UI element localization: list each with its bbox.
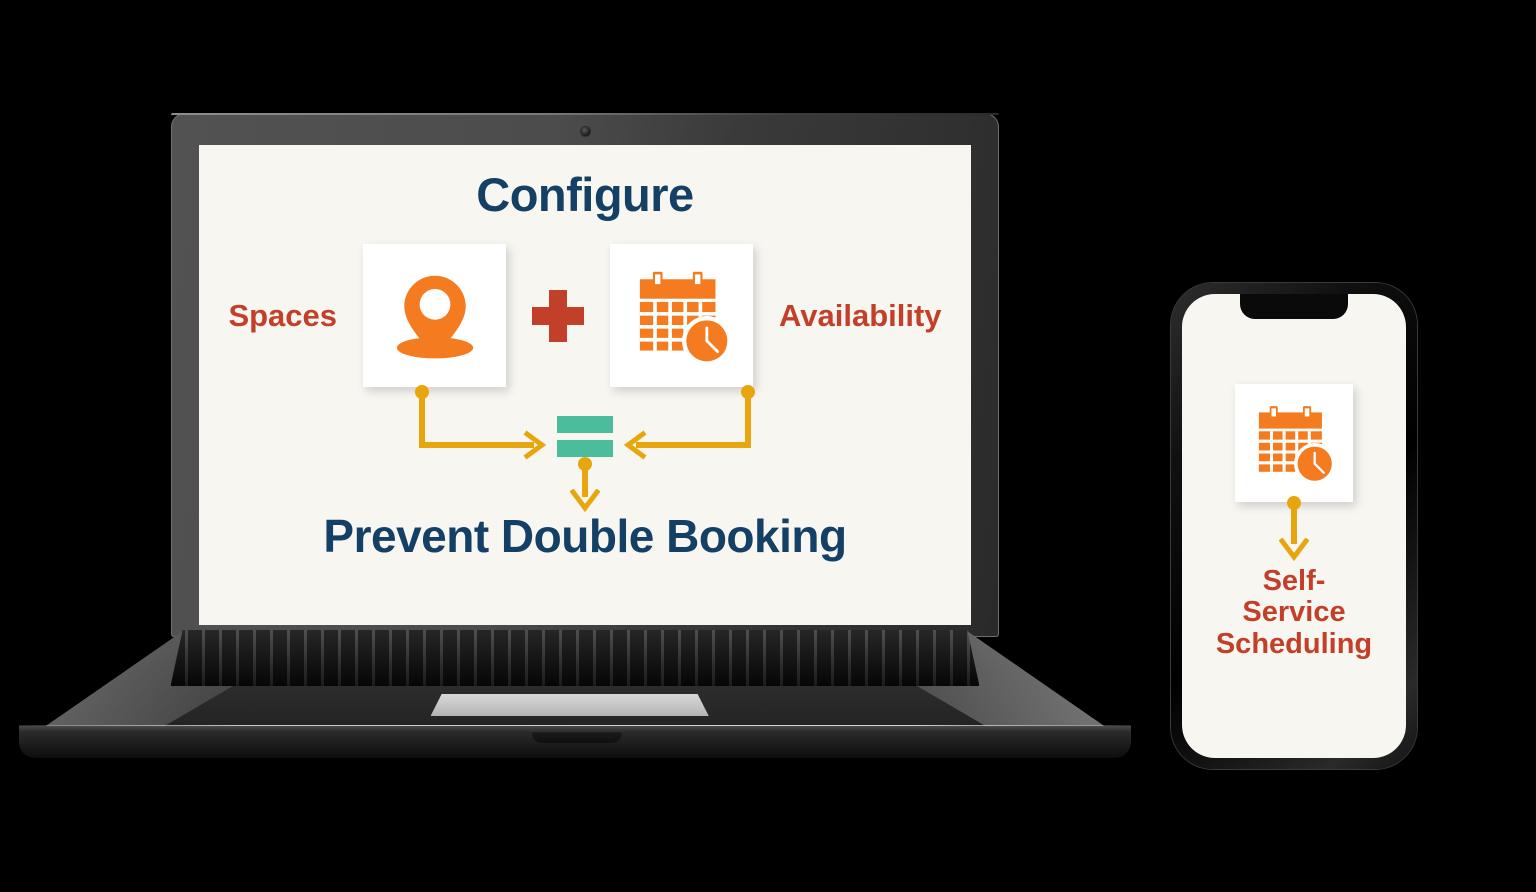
arrow-down-icon xyxy=(570,489,600,513)
availability-icon-card[interactable] xyxy=(610,244,754,387)
page-title: Configure xyxy=(476,168,694,221)
connector-line-right-vertical xyxy=(745,392,751,448)
phone-caption: Self- Service Scheduling xyxy=(1215,565,1373,660)
laptop-base xyxy=(18,630,1132,765)
plus-operator-icon xyxy=(532,289,585,342)
phone-connector-line xyxy=(1291,502,1297,544)
laptop-lid: Configure Spaces xyxy=(171,113,999,637)
laptop-device: Configure Spaces xyxy=(18,113,1132,765)
webcam-dot-icon xyxy=(580,127,590,136)
spaces-label: Spaces xyxy=(228,297,338,333)
arrow-down-icon xyxy=(1279,538,1309,562)
lid-highlight xyxy=(171,113,999,115)
calendar-clock-icon xyxy=(1258,406,1336,485)
availability-label: Availability xyxy=(779,297,942,333)
phone-caption-line-3: Scheduling xyxy=(1215,627,1373,660)
phone-caption-line-1: Self- xyxy=(1262,565,1326,597)
smartphone-device: Self- Service Scheduling xyxy=(1171,283,1417,769)
configure-inputs-row: Spaces xyxy=(228,244,942,387)
phone-calendar-card[interactable] xyxy=(1235,384,1353,502)
location-pin-icon xyxy=(396,275,473,358)
laptop-screen: Configure Spaces xyxy=(199,145,971,625)
phone-screen: Self- Service Scheduling xyxy=(1182,294,1406,758)
phone-flow-arrow xyxy=(1279,496,1309,564)
outcome-title: Prevent Double Booking xyxy=(323,510,847,562)
connector-line-left-horizontal xyxy=(419,442,534,448)
phone-notch xyxy=(1240,294,1348,319)
arrow-right-icon xyxy=(523,430,547,460)
connector-line-down xyxy=(582,463,588,497)
calendar-clock-icon xyxy=(639,271,732,366)
trackpad[interactable] xyxy=(430,694,709,716)
phone-caption-line-2: Service xyxy=(1242,596,1346,629)
flow-connector xyxy=(355,385,815,513)
keyboard-shading xyxy=(170,630,980,686)
base-front-notch xyxy=(532,731,623,743)
equals-symbol-icon xyxy=(557,416,613,457)
connector-line-left-vertical xyxy=(419,392,425,448)
connector-line-right-horizontal xyxy=(636,442,751,448)
spaces-icon-card[interactable] xyxy=(363,244,507,387)
arrow-left-icon xyxy=(623,430,647,460)
